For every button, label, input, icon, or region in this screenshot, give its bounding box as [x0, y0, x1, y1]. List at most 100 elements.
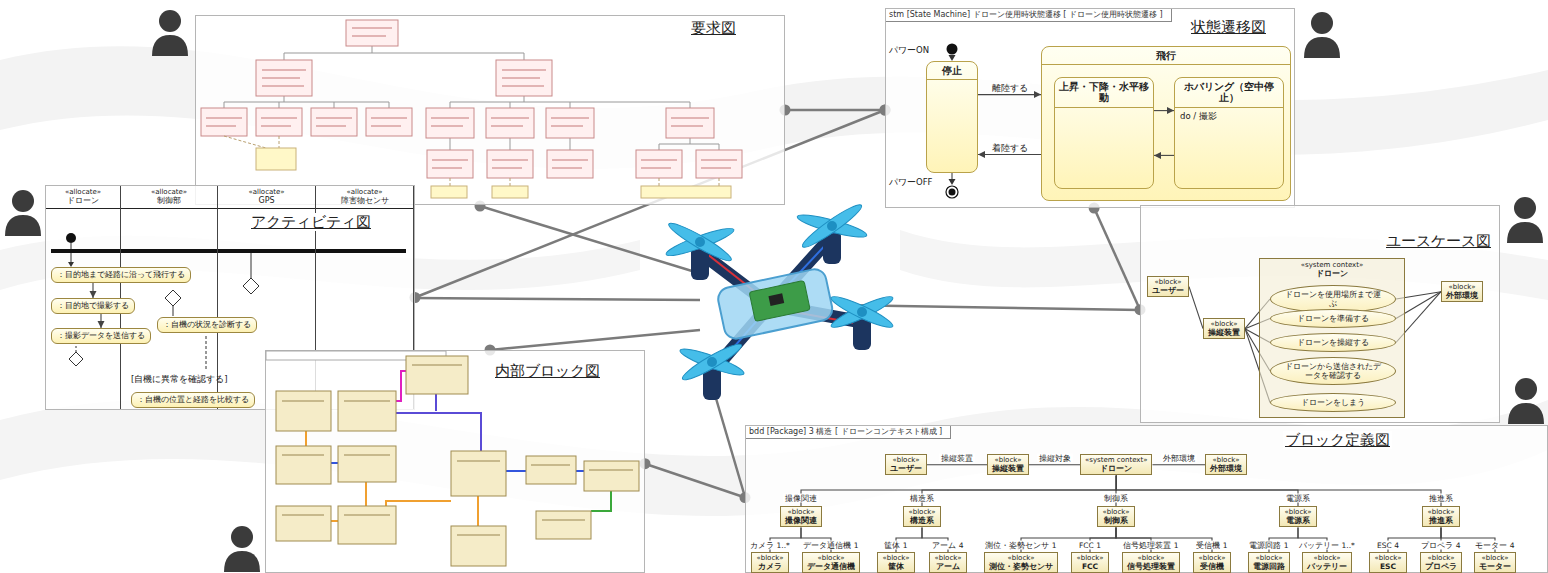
connector-line [1116, 475, 1298, 506]
edge-label: 外部環境 [1161, 453, 1197, 462]
stereotype: «block» [756, 554, 784, 562]
connector-line [978, 154, 1041, 155]
stereotype: «block» [1076, 554, 1104, 562]
box-text: ドローンを準備する [1283, 314, 1383, 323]
block-name: ドローン [1260, 269, 1404, 279]
block-box: «block»撮像関連 [780, 506, 822, 527]
connector [1116, 475, 1298, 506]
edge-label: 電源系 [1284, 494, 1312, 503]
block-name: プロペラ [1425, 562, 1457, 571]
block-name: バッテリー [1307, 562, 1347, 571]
lane-name: GPS [218, 196, 315, 209]
diagram-panel: 停止飛行上昇・下降・水平移動ホバリング（空中停止）do / 撮影状態遷移図stm… [885, 8, 1295, 208]
block-name: 受信機 [1198, 562, 1226, 571]
arrowhead [1167, 107, 1174, 114]
edge-label: アーム 4 [930, 541, 965, 550]
state-name: ホバリング（空中停止） [1175, 78, 1283, 108]
state-box: 停止 [926, 61, 978, 173]
block-box: «block»操縦装置 [1203, 318, 1245, 339]
diagram-title: 状態遷移図 [1189, 18, 1268, 36]
block-name: ESC [1374, 562, 1402, 571]
connector [98, 314, 105, 328]
edge-label: 撮像関連 [783, 494, 819, 503]
stereotype: «system context» [1085, 456, 1147, 464]
block-name: FCC [1076, 562, 1104, 571]
block-box: «block»データ通信機 [802, 552, 860, 573]
stereotype: «block» [934, 554, 962, 562]
stereotype: «block» [1425, 554, 1457, 562]
internal-block-art [266, 351, 644, 572]
edge-label: 操縦装置 [939, 453, 975, 462]
lane-name: 障害物センサ [316, 196, 413, 209]
block-box: «block»プロペラ [1420, 552, 1462, 573]
connector [1152, 464, 1205, 465]
stereotype: «allocate» [121, 186, 217, 196]
edge-label: バッテリー 1..* [1297, 541, 1357, 550]
connector [1154, 107, 1174, 114]
connector-line [785, 109, 885, 112]
stereotype: «system context» [1260, 259, 1404, 269]
block-name: 撮像関連 [785, 516, 817, 525]
stereotype: «block» [1253, 554, 1285, 562]
stereotype: «block» [1446, 283, 1478, 291]
connector-line [978, 94, 1041, 95]
lane-name: 制御部 [121, 196, 217, 209]
edge-label: ESC 4 [1375, 541, 1401, 550]
block-box: «block»構造系 [903, 506, 941, 527]
edge-label: 筐体 1 [882, 541, 909, 550]
stereotype: «block» [890, 456, 922, 464]
note-label: パワーON [889, 45, 929, 55]
block-name: 制御系 [1102, 516, 1130, 525]
box-text: ：自機の状況を診断する [163, 320, 251, 330]
arrowhead [98, 321, 105, 328]
block-box: «block»ユーザー [885, 454, 927, 475]
stereotype: «block» [1307, 554, 1347, 562]
action-box: ：目的地で撮影する [51, 298, 135, 314]
note-label: [自機に異常を確認する] [131, 374, 228, 384]
box-text: ドローンを操縦する [1283, 338, 1383, 347]
stereotype: «block» [807, 554, 855, 562]
edge-label: プロペラ 4 [1419, 541, 1462, 550]
connector [1154, 152, 1174, 159]
box-text: ：撮影データを送信する [57, 331, 145, 341]
diagram-title: ブロック定義図 [1283, 431, 1392, 449]
block-name: 外部環境 [1210, 464, 1242, 473]
connector-line [1152, 464, 1205, 465]
lane-name: ドローン [46, 196, 120, 209]
block-box: «block»操縦装置 [987, 454, 1029, 475]
stereotype: «block» [992, 456, 1024, 464]
block-box: «block»ユーザー [1147, 276, 1189, 297]
block-box: «block»推進系 [1422, 506, 1460, 527]
connector-line [645, 464, 745, 498]
connector-line [1029, 464, 1080, 465]
system-boundary: «system context»ドローンドローンを使用場所まで運ぶドローンを準備… [1259, 258, 1405, 418]
block-name: ユーザー [1152, 286, 1184, 295]
edge-label: 操縦対象 [1037, 453, 1073, 462]
stereotype: «block» [1210, 456, 1242, 464]
edge-label: データ通信機 1 [801, 541, 860, 550]
connector [640, 458, 751, 503]
stereotype: «block» [1479, 554, 1511, 562]
block-name: 構造系 [908, 516, 936, 525]
state-body: do / 撮影 [1175, 108, 1283, 124]
connector-line [1189, 287, 1203, 329]
block-name: 外部環境 [1446, 291, 1478, 300]
frame-header: stm [State Machine] ドローン使用時状態遷移 [ ドローン使用… [886, 9, 1172, 22]
block-name: 電源系 [1284, 516, 1312, 525]
stereotype: «block» [1374, 554, 1402, 562]
stereotype: «block» [1427, 508, 1455, 516]
edge-label: 構造系 [908, 494, 936, 503]
arrowhead [1034, 91, 1041, 98]
diagram-title: アクティビティ図 [249, 213, 373, 231]
swimlane: «allocate»ドローン：目的地まで経路に沿って飛行する：目的地で撮影する：… [46, 186, 121, 409]
connector [922, 475, 1116, 506]
block-name: ドローン [1085, 464, 1147, 473]
connector-layer [196, 16, 784, 204]
connector [90, 283, 97, 298]
block-box: «block»電源系 [1279, 506, 1317, 527]
block-name: 操縦装置 [1208, 328, 1240, 337]
box-text: ドローンを使用場所まで運ぶ [1283, 290, 1383, 308]
edge-label: 電源回路 1 [1247, 541, 1290, 550]
block-box: «block»電源回路 [1248, 552, 1290, 573]
block-box: «block»カメラ [751, 552, 789, 573]
